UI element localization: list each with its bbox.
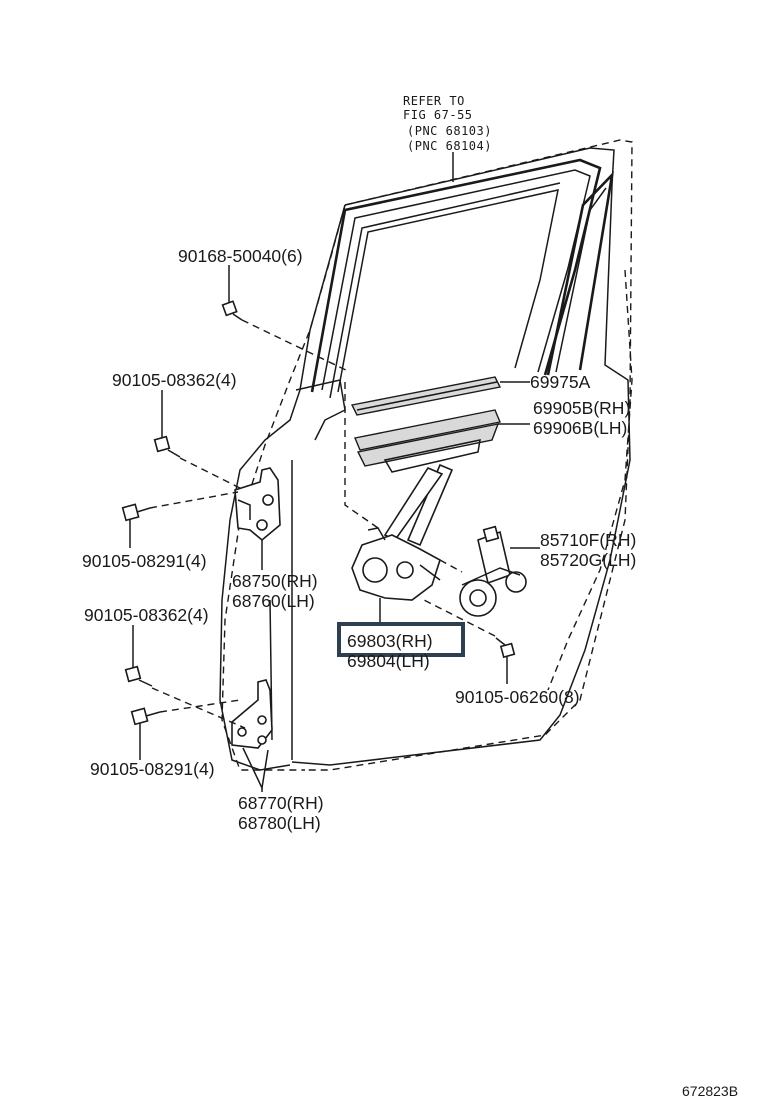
label-68770-rh: 68770(RH): [238, 793, 324, 813]
label-90105-08291-upper: 90105-08291(4): [82, 551, 207, 571]
highlight-box: [337, 622, 465, 657]
upper-hinge: [234, 467, 281, 542]
label-69905b-rh: 69905B(RH): [533, 398, 630, 418]
refer-note-line1: REFER TO: [403, 94, 465, 108]
run-channel-69905b: [354, 409, 501, 473]
door-panel: [219, 147, 631, 771]
label-90105-06260: 90105-06260(8): [455, 687, 580, 707]
label-68760-lh: 68760(LH): [232, 591, 315, 611]
refer-note-line3: (PNC 68103): [407, 124, 492, 138]
label-69803-rh: 69803(RH): [347, 631, 433, 651]
label-68780-lh: 68780(LH): [238, 813, 321, 833]
label-90105-08291-lower: 90105-08291(4): [90, 759, 215, 779]
window-frame: [310, 158, 614, 399]
label-90105-08362-upper: 90105-08362(4): [112, 370, 237, 390]
bolt-90105-08291-upper: [121, 503, 151, 522]
label-69975a: 69975A: [530, 372, 591, 392]
bolt-90105-06260: [495, 637, 516, 659]
label-69906b-lh: 69906B(LH): [533, 418, 627, 438]
window-motor: [459, 525, 527, 617]
label-85710f-rh: 85710F(RH): [540, 530, 636, 550]
label-85720g-lh: 85720G(LH): [540, 550, 636, 570]
label-69804-lh: 69804(LH): [347, 651, 430, 671]
lower-hinge: [231, 679, 273, 749]
window-regulator: [351, 463, 454, 626]
refer-note-line4: (PNC 68104): [407, 139, 492, 153]
assembly-lines: [149, 319, 496, 729]
door-outline: [221, 139, 633, 771]
bolt-90105-08291-lower: [130, 707, 161, 726]
bolt-90105-08362-upper: [153, 435, 181, 458]
label-90105-08362-lower: 90105-08362(4): [84, 605, 209, 625]
weatherstrip-69975a: [350, 376, 502, 416]
label-90168-50040: 90168-50040(6): [178, 246, 303, 266]
bolt-90168-50040: [221, 300, 243, 321]
figure-id: 672823B: [682, 1083, 738, 1099]
label-68750-rh: 68750(RH): [232, 571, 318, 591]
refer-note-line2: FIG 67-55: [403, 108, 473, 122]
leader-lines: [129, 152, 540, 792]
bolt-90105-08362-lower: [124, 665, 153, 687]
refer-note: REFER TO FIG 67-55 (PNC 68103) (PNC 6810…: [403, 94, 492, 153]
